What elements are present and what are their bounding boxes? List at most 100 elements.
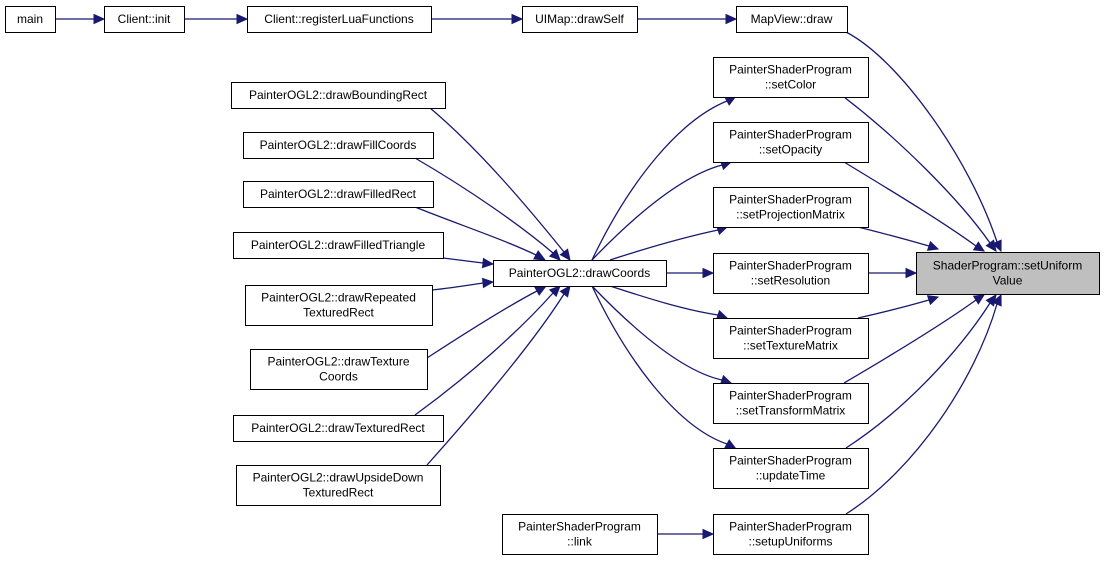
edge-setprojectionmatrix-to-setuniformvalue (857, 226, 940, 251)
edge-client-registerluafunctions-to-uimap-drawself (431, 13, 524, 25)
node-label-line: PainterShaderProgram (518, 520, 641, 534)
node-box[interactable] (233, 232, 444, 259)
node-box[interactable] (916, 252, 1100, 295)
node-box[interactable] (713, 318, 869, 359)
node-client-init[interactable]: Client::init (104, 6, 185, 33)
arrowhead-icon (93, 13, 106, 25)
node-uimap-drawself[interactable]: UIMap::drawSelf (522, 6, 638, 33)
arrowhead-icon (991, 239, 1002, 253)
node-label-line: TexturedRect (303, 486, 374, 500)
node-drawfilledtriangle[interactable]: PainterOGL2::drawFilledTriangle (233, 232, 444, 259)
node-box[interactable] (713, 122, 869, 163)
node-box[interactable] (245, 285, 433, 326)
node-drawtexturedrect[interactable]: PainterOGL2::drawTexturedRect (233, 415, 444, 442)
node-drawcoords[interactable]: PainterOGL2::drawCoords (493, 260, 667, 287)
arrowhead-icon (926, 240, 940, 251)
node-drawfillcoords[interactable]: PainterOGL2::drawFillCoords (243, 132, 434, 159)
edge-uimap-drawself-to-mapview-draw (637, 13, 738, 25)
node-settransformmatrix[interactable]: PainterShaderProgram::setTransformMatrix (713, 383, 869, 424)
node-setupuniforms[interactable]: PainterShaderProgram::setupUniforms (713, 514, 869, 555)
arrowhead-icon (926, 295, 940, 306)
arrowhead-icon (548, 248, 561, 261)
node-box[interactable] (243, 132, 434, 159)
node-box[interactable] (736, 6, 848, 33)
edge-line (845, 302, 991, 449)
edge-drawfillcoords-to-drawcoords (414, 157, 561, 261)
edge-line (591, 285, 728, 445)
node-settexturematrix[interactable]: PainterShaderProgram::setTextureMatrix (713, 318, 869, 359)
nodes-layer: main Client::init Client::registerLuaFunct… (5, 6, 1100, 555)
node-box[interactable] (522, 6, 638, 33)
node-box[interactable] (104, 6, 185, 33)
node-label-line: PainterShaderProgram (729, 324, 852, 338)
node-label-line: ::setColor (765, 78, 816, 92)
edges-layer (54, 13, 1002, 540)
node-box[interactable] (236, 465, 441, 506)
arrowhead-icon (991, 293, 1002, 307)
node-box[interactable] (5, 6, 56, 33)
node-label-line: ::setupUniforms (748, 535, 832, 549)
node-link[interactable]: PainterShaderProgram::link (502, 514, 658, 555)
edge-drawfilledtriangle-to-drawcoords (442, 257, 495, 269)
arrowhead-icon (236, 13, 249, 25)
edge-line (843, 96, 991, 244)
arrowhead-icon (511, 13, 524, 25)
node-box[interactable] (713, 448, 869, 489)
node-main[interactable]: main (5, 6, 56, 33)
edge-drawboundingrect-to-drawcoords (429, 107, 571, 261)
node-setresolution[interactable]: PainterShaderProgram::setResolution (713, 253, 869, 294)
edge-line (442, 257, 484, 264)
node-box[interactable] (233, 415, 444, 442)
edge-link-to-setupuniforms (656, 528, 715, 540)
edge-main-to-client-init (54, 13, 106, 25)
node-setopacity[interactable]: PainterShaderProgram::setOpacity (713, 122, 869, 163)
node-box[interactable] (713, 57, 869, 98)
node-updatetime[interactable]: PainterShaderProgram::updateTime (713, 448, 869, 489)
node-box[interactable] (247, 6, 432, 33)
node-box[interactable] (713, 383, 869, 424)
node-box[interactable] (250, 349, 428, 390)
node-setprojectionmatrix[interactable]: PainterShaderProgram::setProjectionMatri… (713, 187, 869, 228)
edge-setresolution-to-setuniformvalue (868, 267, 918, 279)
node-box[interactable] (713, 253, 869, 294)
edge-drawcoords-to-updatetime (591, 285, 738, 450)
arrowhead-icon (905, 267, 918, 279)
node-label-line: ::link (567, 535, 593, 549)
node-box[interactable] (243, 181, 434, 208)
arrowhead-icon (715, 309, 729, 320)
arrowhead-icon (725, 13, 738, 25)
node-box[interactable] (713, 187, 869, 228)
node-box[interactable] (713, 514, 869, 555)
node-label-line: PainterShaderProgram (729, 454, 852, 468)
edge-drawcoords-to-setprojectionmatrix (609, 225, 729, 261)
node-label-line: PainterShaderProgram (729, 259, 852, 273)
node-label-line: Value (993, 274, 1023, 288)
edge-drawcoords-to-setopacity (591, 160, 733, 261)
node-setcolor[interactable]: PainterShaderProgram::setColor (713, 57, 869, 98)
node-box[interactable] (502, 514, 658, 555)
node-drawfilledrect[interactable]: PainterOGL2::drawFilledRect (243, 181, 434, 208)
node-label-line: PainterOGL2::drawCoords (509, 266, 650, 280)
node-box[interactable] (493, 260, 667, 287)
node-mapview-draw[interactable]: MapView::draw (736, 6, 848, 33)
node-label-line: TexturedRect (303, 306, 374, 320)
node-label-line: ::setOpacity (759, 143, 822, 157)
node-label-line: PainterShaderProgram (729, 520, 852, 534)
edge-line (857, 226, 930, 247)
node-label-line: ::setTransformMatrix (736, 404, 846, 418)
node-client-registerluafunctions[interactable]: Client::registerLuaFunctions (247, 6, 432, 33)
arrowhead-icon (724, 439, 738, 450)
arrowhead-icon (972, 294, 985, 305)
node-box[interactable] (231, 82, 446, 109)
node-label-line: PainterOGL2::drawTexture (267, 355, 409, 369)
node-drawboundingrect[interactable]: PainterOGL2::drawBoundingRect (231, 82, 446, 109)
node-label-line: PainterShaderProgram (729, 63, 852, 77)
node-label-line: ::setTextureMatrix (743, 339, 838, 353)
edge-setcolor-to-setuniformvalue (843, 96, 997, 252)
node-label-line: PainterShaderProgram (729, 193, 852, 207)
